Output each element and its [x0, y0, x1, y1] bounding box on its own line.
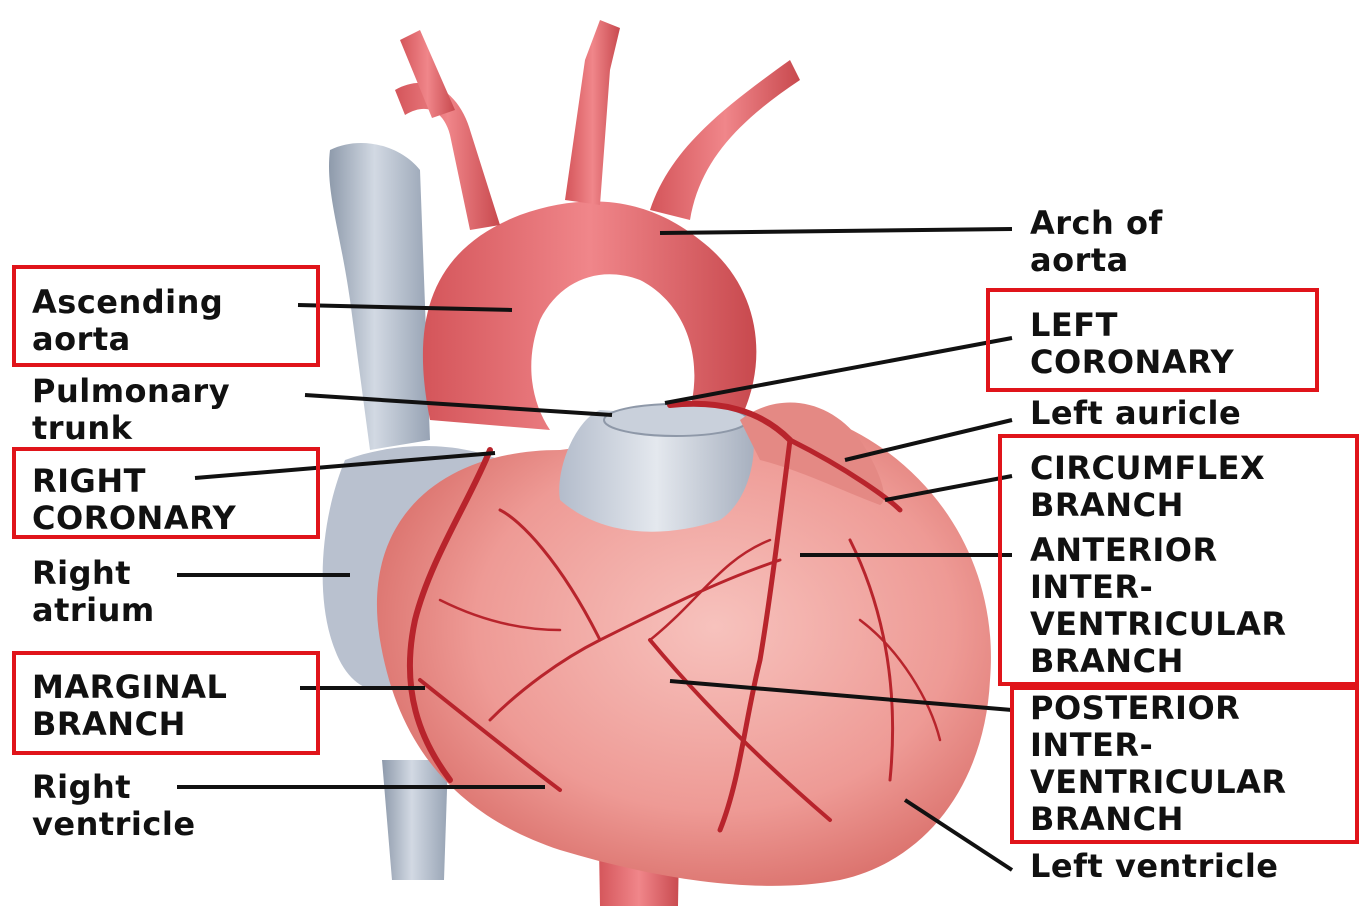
label-circumflex-branch: CIRCUMFLEX BRANCH [1030, 450, 1265, 524]
label-right-coronary: RIGHT CORONARY [32, 463, 236, 537]
label-pulmonary-trunk: Pulmonary trunk [32, 373, 230, 447]
left-common-carotid [565, 20, 620, 205]
label-posterior-interventricular: POSTERIOR INTER- VENTRICULAR BRANCH [1030, 690, 1287, 838]
label-left-ventricle: Left ventricle [1030, 848, 1278, 885]
label-anterior-interventricular: ANTERIOR INTER- VENTRICULAR BRANCH [1030, 532, 1287, 680]
label-right-atrium: Right atrium [32, 555, 155, 629]
label-marginal-branch: MARGINAL BRANCH [32, 669, 227, 743]
label-left-coronary: LEFT CORONARY [1030, 307, 1234, 381]
label-left-auricle: Left auricle [1030, 395, 1241, 432]
label-ascending-aorta: Ascending aorta [32, 284, 223, 358]
left-subclavian [650, 60, 800, 220]
inferior-vena-cava [382, 760, 448, 880]
leader-arch-of-aorta [660, 229, 1012, 233]
label-right-ventricle: Right ventricle [32, 769, 196, 843]
label-arch-of-aorta: Arch of aorta [1030, 205, 1163, 279]
leader-left-auricle [845, 420, 1012, 460]
